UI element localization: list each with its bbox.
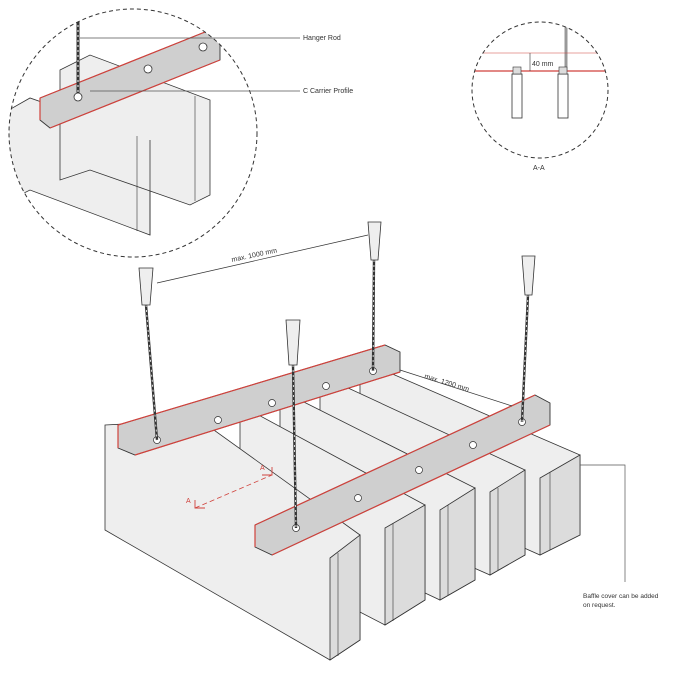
svg-text:A: A — [186, 498, 191, 505]
detail-circle-outline — [8, 8, 258, 258]
section-title: A-A — [533, 165, 545, 172]
baffle-note-line2: on request. — [583, 602, 616, 609]
section-baffle — [511, 73, 523, 119]
carrier-profile-label: C Carrier Profile — [303, 88, 353, 95]
dimension-label-1000: max. 1000 mm — [231, 247, 278, 264]
hanger-rod — [520, 255, 536, 423]
hanger-rod — [285, 319, 301, 529]
carrier-profile-left — [117, 344, 401, 456]
dimension-line-1000 — [156, 234, 369, 284]
section-circle-outline — [471, 21, 609, 159]
section-clip — [558, 66, 568, 75]
detail-bolt — [198, 42, 208, 52]
hanger-rod — [367, 221, 382, 372]
main-assembly: A A — [104, 221, 659, 661]
section-marker: A A — [186, 465, 273, 509]
baffle-note-line1: Baffle cover can be added — [583, 593, 659, 600]
detail-bolt — [73, 92, 83, 102]
detail-carrier-red-edge — [39, 29, 211, 99]
hanger-rod — [138, 267, 159, 441]
hanger-rod-label: Hanger Rod — [303, 35, 341, 42]
detail-carrier-red-edge — [49, 59, 221, 129]
dimension-line-1200 — [399, 369, 513, 407]
detail-bolt — [143, 64, 153, 74]
carrier-profile-right — [254, 394, 551, 556]
section-circle: 40 mm A-A — [471, 21, 609, 172]
section-dim-label: 40 mm — [532, 61, 554, 68]
baffle-note-leader — [580, 464, 626, 582]
section-baffle — [557, 73, 569, 119]
svg-text:A: A — [260, 465, 265, 472]
detail-circle — [8, 8, 258, 258]
section-clip — [512, 66, 522, 75]
